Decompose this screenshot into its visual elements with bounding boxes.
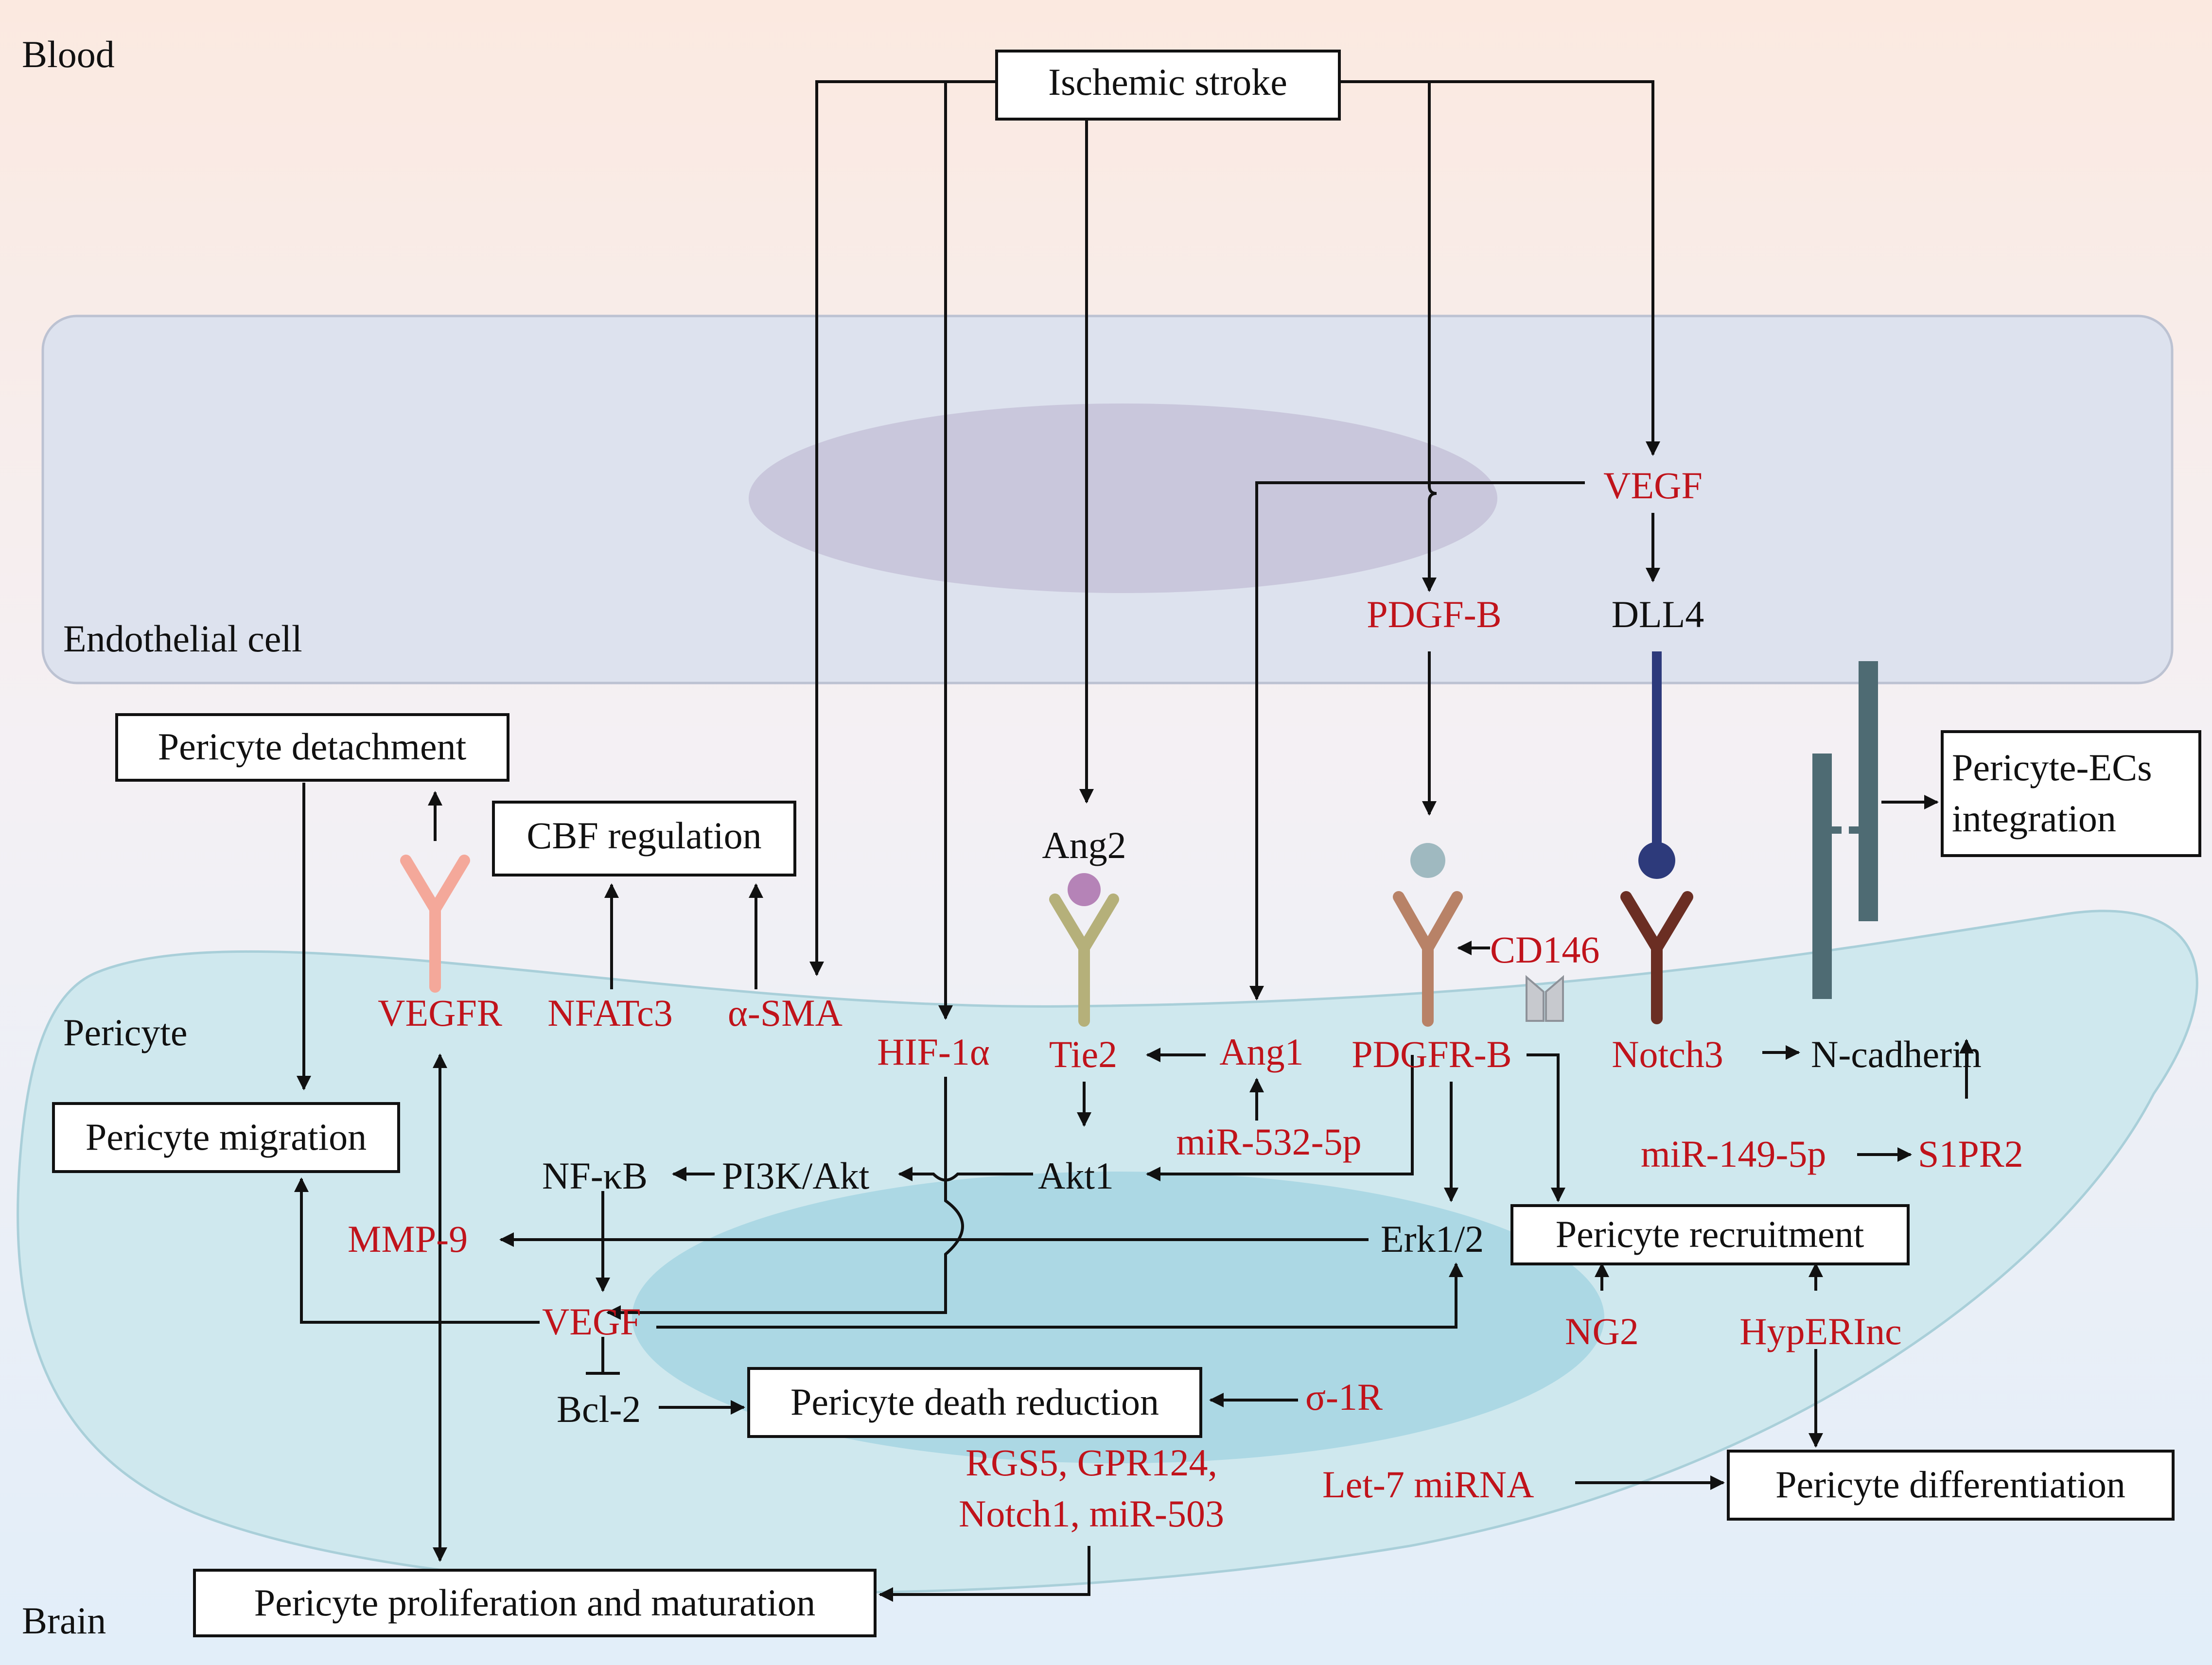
svg-text:Ischemic stroke: Ischemic stroke — [1048, 61, 1287, 103]
label-n-cadherin: N-cadherin — [1811, 1033, 1982, 1075]
label-vegf-endothelial: VEGF — [1603, 464, 1703, 507]
svg-text:Pericyte proliferation and mat: Pericyte proliferation and maturation — [254, 1581, 815, 1624]
vegfr-receptor-shape — [400, 855, 470, 993]
endothelial-nucleus — [749, 403, 1497, 593]
pericyte-detachment-box: Pericyte detachment — [115, 713, 509, 782]
label-let-7-mirna: Let-7 miRNA — [1322, 1463, 1534, 1506]
svg-text:CBF regulation: CBF regulation — [527, 814, 761, 857]
cbf-regulation-box: CBF regulation — [492, 801, 796, 876]
svg-text:Pericyte death reduction: Pericyte death reduction — [790, 1381, 1159, 1423]
label-rgs5-group-line2: Notch1, miR-503 — [959, 1492, 1224, 1535]
label-ang2: Ang2 — [1042, 824, 1126, 866]
label-ang1: Ang1 — [1219, 1031, 1303, 1073]
pericyte-migration-box: Pericyte migration — [52, 1102, 400, 1173]
svg-text:integration: integration — [1952, 797, 2116, 840]
label-erk12: Erk1/2 — [1381, 1218, 1484, 1260]
label-vegf-pericyte: VEGF — [542, 1300, 641, 1343]
ischemic-stroke-box: Ischemic stroke — [995, 50, 1341, 121]
label-hif-1a: HIF-1α — [877, 1031, 990, 1073]
label-cd146: CD146 — [1490, 929, 1599, 971]
label-mmp-9: MMP-9 — [348, 1218, 468, 1260]
label-notch3: Notch3 — [1612, 1033, 1723, 1075]
region-label-blood: Blood — [22, 33, 115, 75]
pericyte-differentiation-box: Pericyte differentiation — [1727, 1450, 2175, 1521]
svg-text:Pericyte detachment: Pericyte detachment — [158, 725, 467, 768]
cd146-icon — [1526, 975, 1564, 1022]
label-pdgf-b: PDGF-B — [1367, 593, 1501, 635]
svg-text:Pericyte recruitment: Pericyte recruitment — [1556, 1213, 1864, 1255]
pdgfr-receptor-shape — [1393, 891, 1463, 1027]
region-label-pericyte: Pericyte — [63, 1011, 188, 1053]
tie2-receptor-shape — [1049, 894, 1119, 1027]
pericyte-ecs-integration-box: Pericyte-ECs integration — [1941, 730, 2201, 857]
label-nfatc3: NFATc3 — [547, 992, 672, 1034]
label-sigma-1r: σ-1R — [1305, 1376, 1383, 1418]
label-ng2: NG2 — [1565, 1310, 1639, 1352]
dll4-ligand-head — [1638, 842, 1675, 879]
n-cadherin-junction — [1812, 661, 1878, 999]
label-mir-149-5p: miR-149-5p — [1641, 1133, 1826, 1175]
pericyte-proliferation-maturation-box: Pericyte proliferation and maturation — [193, 1569, 877, 1637]
label-pdgfr-b: PDGFR-B — [1352, 1033, 1511, 1075]
pericyte-death-reduction-box: Pericyte death reduction — [747, 1367, 1202, 1438]
label-vegfr: VEGFR — [378, 992, 502, 1034]
notch3-receptor-shape — [1620, 891, 1693, 1024]
label-rgs5-group-line1: RGS5, GPR124, — [966, 1441, 1217, 1484]
label-pi3k-akt: PI3K/Akt — [722, 1155, 870, 1197]
svg-text:Pericyte-ECs: Pericyte-ECs — [1952, 746, 2152, 789]
svg-text:Pericyte migration: Pericyte migration — [86, 1116, 367, 1158]
label-alpha-sma: α-SMA — [728, 992, 843, 1034]
svg-text:Pericyte differentiation: Pericyte differentiation — [1775, 1463, 2125, 1506]
label-s1pr2: S1PR2 — [1918, 1133, 2023, 1175]
label-hyperinc: HypERInc — [1739, 1310, 1902, 1352]
label-akt1: Akt1 — [1038, 1155, 1114, 1197]
ang2-ligand — [1068, 873, 1101, 906]
pericyte-recruitment-box: Pericyte recruitment — [1510, 1204, 1910, 1265]
label-bcl-2: Bcl-2 — [557, 1388, 641, 1430]
pdgf-b-ligand — [1410, 843, 1445, 878]
region-label-endothelial-cell: Endothelial cell — [63, 617, 302, 660]
connector-lines — [294, 80, 1974, 1602]
label-dll4: DLL4 — [1612, 593, 1704, 635]
region-label-brain: Brain — [22, 1599, 106, 1642]
label-nf-kb: NF-κB — [542, 1155, 648, 1197]
label-mir-532-5p: miR-532-5p — [1176, 1121, 1361, 1163]
label-tie2: Tie2 — [1049, 1033, 1117, 1075]
